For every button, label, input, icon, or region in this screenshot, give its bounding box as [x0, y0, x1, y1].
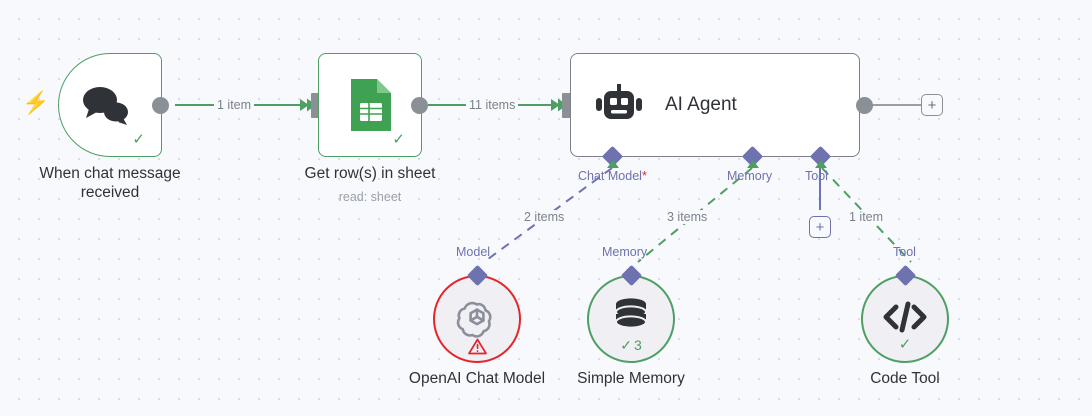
agent-port-tool-connected-marker: [814, 160, 827, 168]
trigger-node-body[interactable]: ✓: [58, 53, 162, 157]
sheets-node-label: Get row(s) in sheet: [304, 165, 436, 182]
agent-port-tool-label: Tool: [805, 169, 828, 183]
check-icon: ✓: [620, 337, 632, 353]
agent-input-arrow: [551, 98, 560, 111]
sheets-input-port[interactable]: [311, 92, 322, 118]
edge-label-trigger-to-sheets: 1 item: [214, 98, 255, 112]
agent-node-body[interactable]: AI Agent: [570, 53, 860, 157]
check-icon: ✓: [132, 131, 145, 148]
edge-label-sheets-to-agent: 11 items: [466, 98, 519, 112]
sheets-node-body[interactable]: ✓: [318, 53, 422, 157]
memory-port-label: Memory: [602, 245, 648, 259]
google-sheets-icon: [351, 79, 391, 131]
add-tool-button[interactable]: +: [809, 216, 831, 238]
openai-node-label: OpenAI Chat Model: [408, 370, 546, 387]
warning-triangle-icon: [467, 338, 487, 355]
memory-node-label: Simple Memory: [577, 370, 685, 387]
database-icon: [615, 298, 647, 329]
openai-port-label: Model: [456, 245, 491, 259]
codetool-node-label: Code Tool: [870, 370, 940, 387]
sheets-node-subtitle: read: sheet: [338, 190, 402, 204]
robot-icon: [596, 84, 642, 119]
edge-label-agent-to-tool: 1 item: [846, 210, 887, 224]
edge-label-agent-to-memory: 3 items: [664, 210, 711, 224]
add-node-button[interactable]: +: [921, 94, 943, 116]
lightning-bolt-icon: ⚡: [22, 90, 50, 115]
agent-port-chat-model-label: Chat Model*: [578, 169, 647, 183]
check-icon: ✓: [392, 131, 405, 148]
agent-port-memory-connected-marker: [746, 160, 759, 168]
agent-title: AI Agent: [665, 94, 737, 115]
code-brackets-icon: [883, 301, 927, 333]
sheets-output-port[interactable]: [411, 96, 428, 114]
edge-label-agent-to-model: 2 items: [521, 210, 568, 224]
agent-port-chat-model-connected-marker: [606, 160, 619, 168]
agent-input-port[interactable]: [562, 92, 573, 118]
memory-node-body[interactable]: ✓ 3: [587, 275, 675, 363]
trigger-output-port[interactable]: [152, 96, 169, 114]
memory-item-count: 3: [633, 337, 642, 353]
agent-output-port[interactable]: [856, 96, 873, 114]
agent-port-memory-label: Memory: [727, 169, 773, 183]
openai-icon: [456, 301, 492, 338]
codetool-node-body[interactable]: ✓: [861, 275, 949, 363]
openai-node-body[interactable]: [433, 275, 521, 363]
codetool-port-label: Tool: [893, 245, 916, 259]
sheets-input-arrow: [300, 98, 309, 111]
chat-bubbles-icon: [83, 87, 128, 125]
trigger-node-label: When chat message received: [39, 165, 181, 201]
memory-status-badge: ✓ 3: [620, 338, 642, 352]
check-icon: ✓: [898, 336, 912, 353]
